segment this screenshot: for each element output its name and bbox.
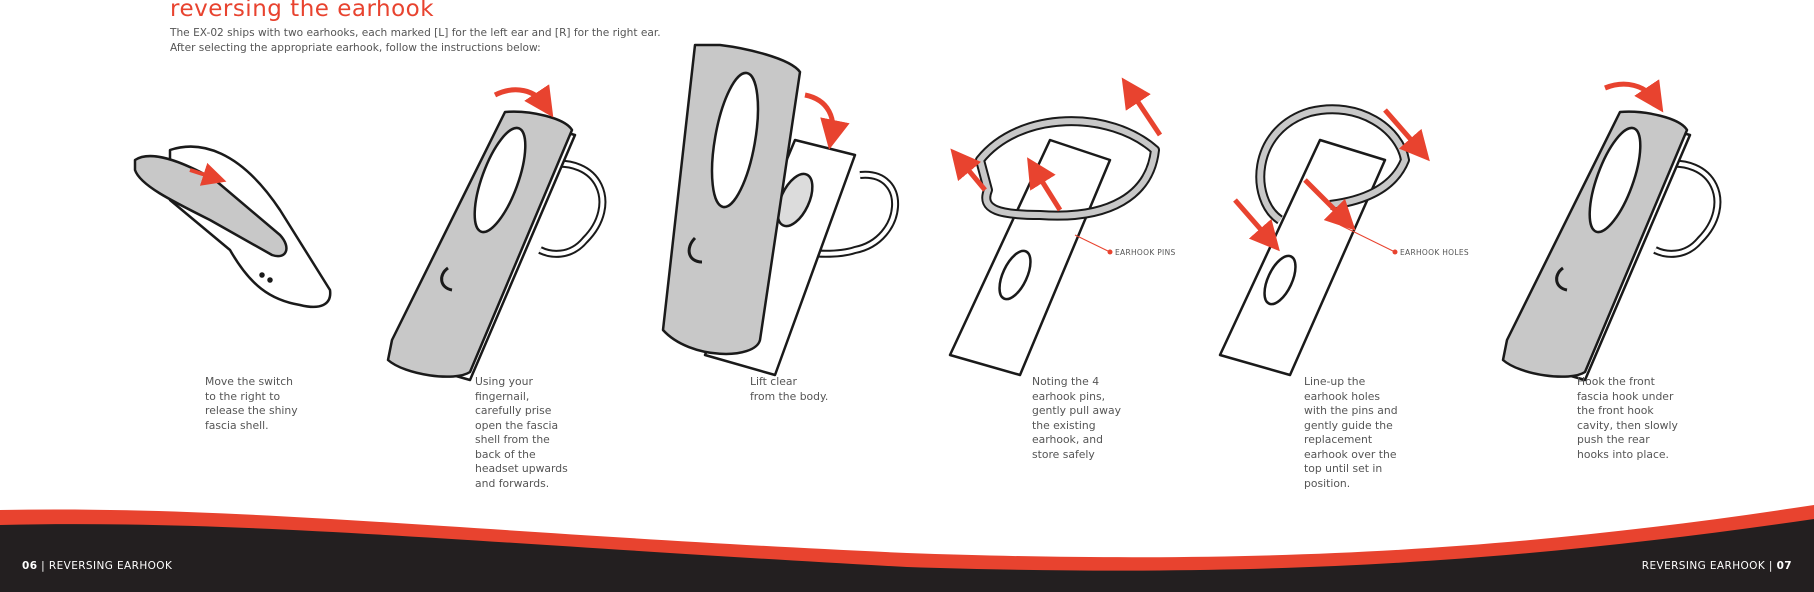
step-2-line: carefully prise — [475, 404, 552, 417]
right-section-label: REVERSING EARHOOK — [1641, 560, 1766, 572]
footer-separator: | — [41, 560, 46, 572]
step-5-line: earhook over the — [1304, 447, 1397, 461]
step-1-line: release the shiny — [205, 404, 298, 417]
step-4-line: earhook pins, — [1032, 389, 1106, 403]
step-3-line: Lift clear — [750, 375, 797, 388]
step-5-line: with the pins and — [1304, 404, 1398, 417]
step-2-line: fingernail, — [475, 389, 530, 403]
step-5-illustration — [1218, 104, 1430, 377]
step-6-line: cavity, then slowly — [1577, 418, 1678, 432]
intro-line-2: After selecting the appropriate earhook,… — [170, 42, 541, 54]
step-5-line: gently guide the — [1304, 418, 1393, 432]
step-5-line: top until set in — [1304, 462, 1383, 475]
step-4-line: Noting the 4 — [1032, 375, 1100, 388]
step-1-line: Move the switch — [205, 375, 294, 388]
intro-text: The EX-02 ships with two earhooks, each … — [170, 26, 661, 56]
step-1-line: fascia shell. — [205, 418, 269, 432]
step-2-line: and forwards. — [475, 476, 550, 490]
step-6-text: Hook the front fascia hook under the fro… — [1577, 375, 1678, 462]
step-3-line: from the body. — [750, 389, 829, 403]
step-2-line: Using your — [475, 375, 533, 388]
step-3-text: Lift clear from the body. — [750, 375, 828, 404]
left-page-number: 06 — [22, 560, 38, 572]
step-6-line: fascia hook under — [1577, 389, 1674, 403]
footer-band — [0, 505, 1814, 592]
page-title: reversing the earhook — [170, 0, 435, 22]
step-4-line: store safely — [1032, 447, 1095, 461]
step-6-line: hooks into place. — [1577, 447, 1669, 461]
step-2-line: shell from the — [475, 433, 550, 446]
step-6-line: the front hook — [1577, 404, 1654, 417]
left-section-label: REVERSING EARHOOK — [48, 560, 173, 572]
step-3-illustration — [661, 43, 899, 377]
intro-line-1: The EX-02 ships with two earhooks, each … — [170, 27, 661, 39]
step-5-line: earhook holes — [1304, 389, 1380, 403]
step-2-line: open the fascia — [475, 418, 559, 432]
footer-left: 06 | REVERSING EARHOOK — [22, 560, 172, 572]
step-4-line: gently pull away — [1032, 404, 1121, 417]
step-2-text: Using your fingernail, carefully prise o… — [475, 375, 568, 491]
step-4-text: Noting the 4 earhook pins, gently pull a… — [1032, 375, 1121, 462]
step-2-line: headset upwards — [475, 462, 568, 475]
right-page-number: 07 — [1776, 560, 1792, 572]
step-6-line: push the rear — [1577, 433, 1650, 446]
step-6-line: Hook the front — [1577, 375, 1655, 388]
earhook-holes-callout: EARHOOK HOLES — [1400, 248, 1469, 257]
step-1-illustration — [133, 145, 332, 309]
step-1-text: Move the switch to the right to release … — [205, 375, 298, 433]
footer-right: REVERSING EARHOOK | 07 — [1642, 560, 1792, 572]
step-5-line: position. — [1304, 476, 1351, 490]
step-2-line: back of the — [475, 447, 536, 461]
step-4-illustration — [948, 77, 1163, 377]
footer-separator: | — [1768, 560, 1773, 572]
step-2-illustration — [386, 84, 607, 382]
step-6-illustration — [1501, 79, 1722, 382]
step-5-text: Line-up the earhook holes with the pins … — [1304, 375, 1398, 491]
illustration-canvas — [133, 43, 1722, 382]
step-4-line: the existing — [1032, 418, 1096, 432]
step-5-line: replacement — [1304, 433, 1373, 446]
step-1-line: to the right to — [205, 389, 281, 403]
step-5-line: Line-up the — [1304, 375, 1366, 388]
step-4-line: earhook, and — [1032, 433, 1103, 446]
earhook-pins-callout: EARHOOK PINS — [1115, 248, 1176, 257]
